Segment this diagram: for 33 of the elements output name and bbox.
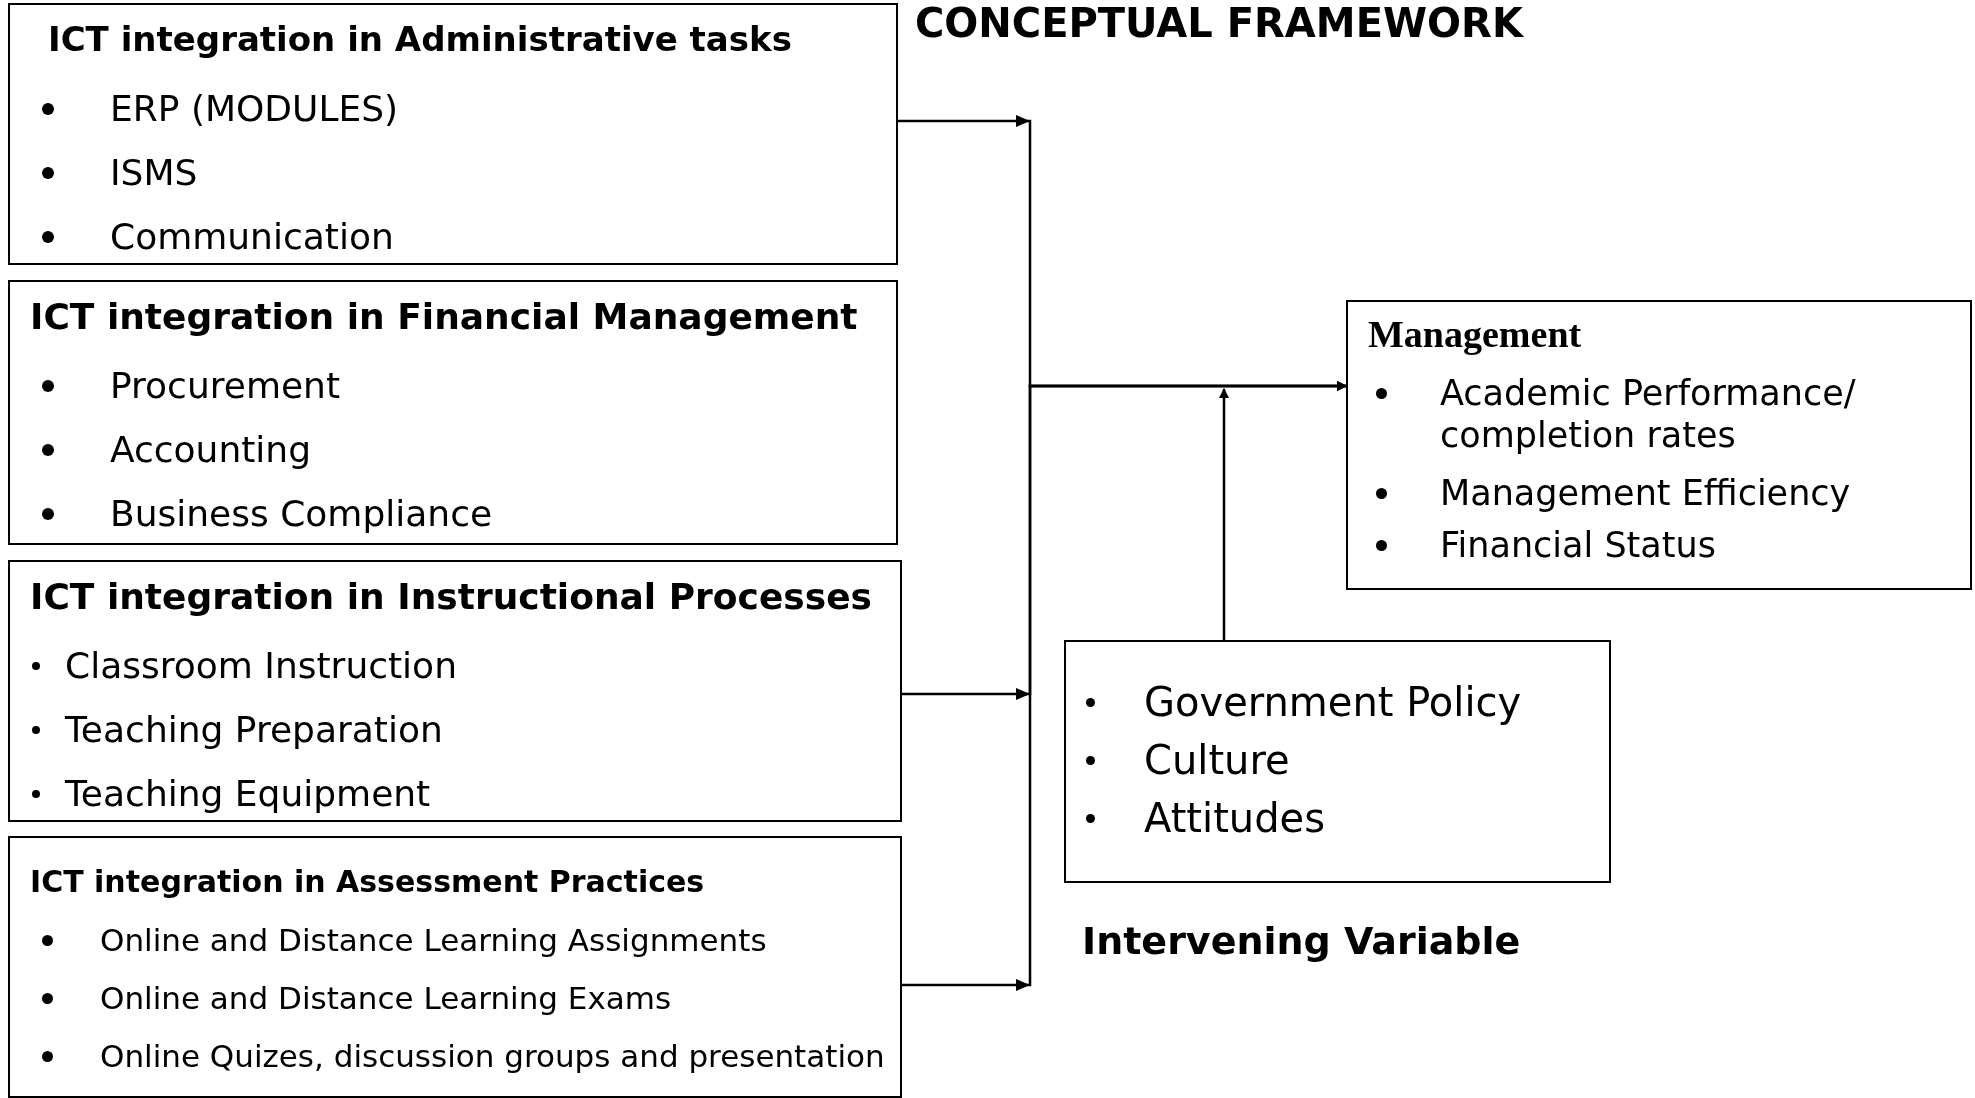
bullet-text: Teaching Preparation <box>65 708 443 752</box>
text-box <box>8 280 898 545</box>
bullet-text: Communication <box>110 215 394 259</box>
bullet-text: Management Efficiency <box>1440 472 1851 514</box>
box-heading: ICT integration in Assessment Practices <box>30 864 705 899</box>
bullet-text: Procurement <box>110 364 341 408</box>
text-box <box>8 3 898 265</box>
bullet-text: Online and Distance Learning Exams <box>100 980 672 1018</box>
title: CONCEPTUAL FRAMEWORK <box>915 0 1523 46</box>
text-box <box>8 836 902 1098</box>
box-heading: ICT integration in Financial Management <box>30 296 858 337</box>
box-heading: Management <box>1368 312 1582 356</box>
arrow <box>1219 388 1229 640</box>
text-box <box>1346 300 1972 590</box>
text-box <box>1064 640 1611 883</box>
bullet-text: Accounting <box>110 428 312 472</box>
text-box <box>8 560 902 822</box>
bullet-text: Online and Distance Learning Assignments <box>100 922 767 960</box>
bullet-text: ERP (MODULES) <box>110 87 399 131</box>
bullet-text: Classroom Instruction <box>65 644 457 688</box>
bullet-text: Government Policy <box>1144 678 1522 726</box>
variable-label: Intervening Variable <box>1082 919 1521 963</box>
box-heading: ICT integration in Administrative tasks <box>48 19 792 59</box>
bullet-text: Teaching Equipment <box>65 772 431 816</box>
bullet-text: Attitudes <box>1144 794 1325 842</box>
bullet-text: Online Quizes, discussion groups and presentation <box>100 1038 885 1076</box>
bullet-text: Culture <box>1144 736 1290 784</box>
bullet-text: ISMS <box>110 151 198 195</box>
bullet-text: Financial Status <box>1440 524 1716 566</box>
bullet-text: Business Compliance <box>110 492 493 536</box>
arrow <box>902 381 1347 991</box>
bullet-text: Academic Performance/ completion rates <box>1440 372 1857 456</box>
box-heading: ICT integration in Instructional Processes <box>30 576 873 617</box>
